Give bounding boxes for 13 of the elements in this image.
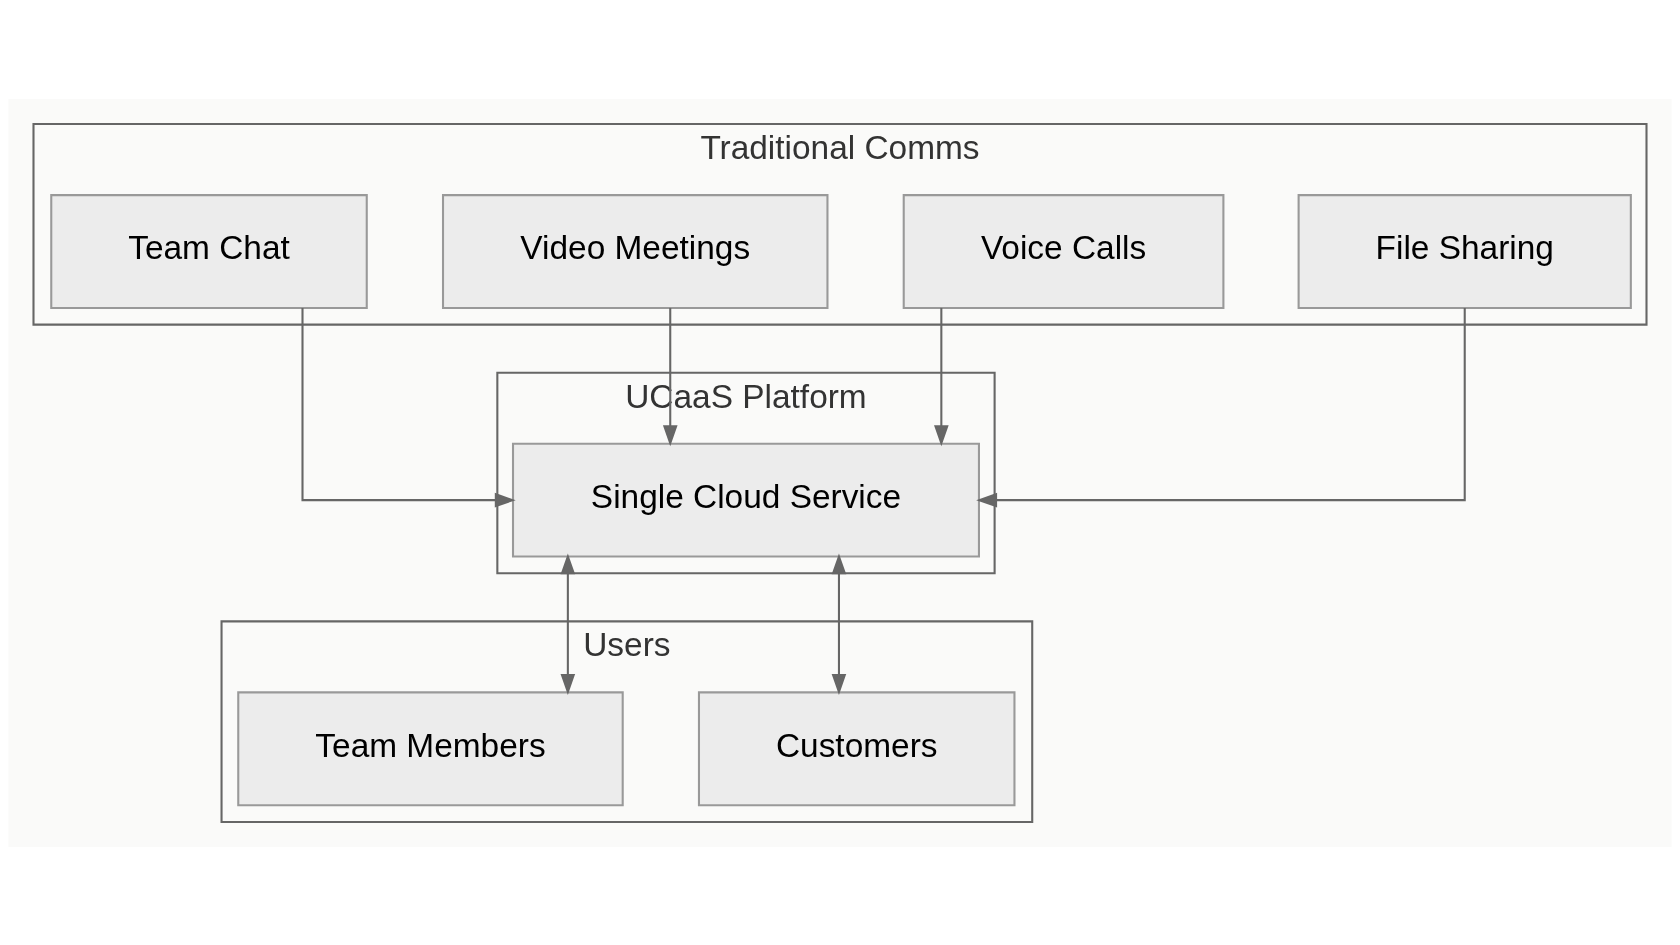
arrow [831,552,847,695]
arrow [560,552,576,695]
node-box: Voice Calls [902,193,1225,309]
node-box: Team Chat [50,193,368,309]
node-box: Single Cloud Service [511,442,980,558]
node-box: Team Members [237,690,624,806]
arrow [976,307,1466,507]
arrow [301,307,516,507]
node-box: Video Meetings [441,193,829,309]
arrow [934,307,949,446]
arrow [662,307,678,446]
node-box: File Sharing [1297,193,1632,309]
node-box: Customers [697,690,1016,806]
